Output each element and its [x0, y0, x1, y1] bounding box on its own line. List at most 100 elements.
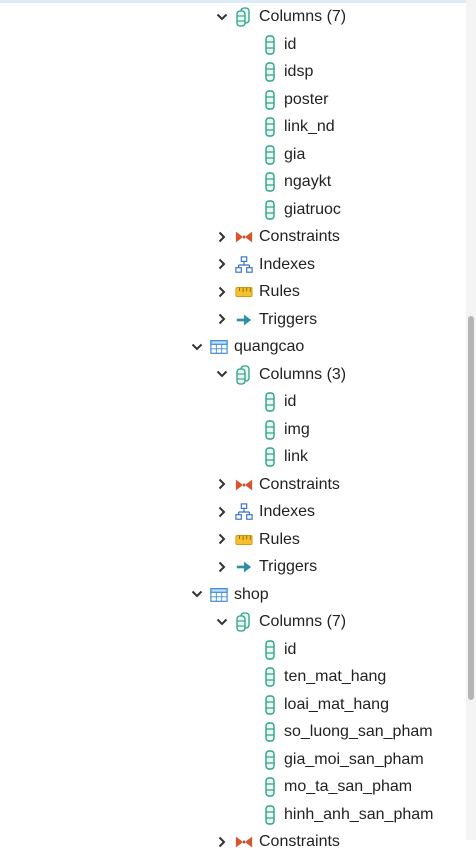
column-icon [261, 777, 279, 797]
column-icon [261, 749, 279, 770]
tree-node-rules[interactable]: Rules [0, 526, 466, 554]
chevron-right-icon[interactable] [215, 553, 229, 581]
scrollbar-thumb[interactable] [468, 316, 474, 700]
column-icon [261, 447, 279, 467]
tree-node-label: Rules [259, 283, 300, 300]
column-icon [261, 639, 279, 660]
table-icon [210, 337, 228, 357]
column-icon [261, 804, 279, 825]
column-icon [261, 199, 279, 220]
tree-node-label: mo_ta_san_pham [284, 778, 413, 795]
chevron-down-icon[interactable] [190, 581, 204, 609]
tree-node-label: Indexes [259, 255, 316, 273]
tree-node-columns[interactable]: Columns (7) [0, 3, 466, 31]
chevron-right-icon[interactable] [215, 526, 229, 554]
tree-node-rules[interactable]: Rules [0, 278, 466, 306]
chevron-down-icon[interactable] [215, 608, 229, 636]
chevron-right-icon[interactable] [215, 471, 229, 499]
column-icon [261, 667, 279, 687]
indexes-icon [235, 255, 253, 275]
constraints-icon [235, 832, 253, 852]
tree-node-label: link_nd [284, 118, 335, 135]
tree-node-label: id [284, 393, 297, 410]
columns-icon [235, 612, 253, 632]
tree-node-constraints[interactable]: Constraints [0, 223, 466, 251]
tree-node-column[interactable]: mo_ta_san_pham [0, 773, 466, 801]
tree-node-label: loai_mat_hang [284, 695, 389, 713]
tree-node-label: Triggers [259, 558, 318, 575]
tree-node-column[interactable]: hinh_anh_san_pham [0, 801, 466, 829]
tree-node-label: hinh_anh_san_pham [284, 805, 434, 823]
chevron-right-icon[interactable] [215, 828, 229, 856]
tree-node-column[interactable]: id [0, 388, 466, 416]
chevron-right-icon[interactable] [215, 223, 229, 251]
tree-node-column[interactable]: id [0, 636, 466, 664]
tree-node-constraints[interactable]: Constraints [0, 828, 466, 856]
tree-node-label: giatruoc [284, 200, 341, 218]
chevron-right-icon[interactable] [215, 278, 229, 306]
tree-node-label: Columns (7) [259, 613, 347, 630]
tree-node-column[interactable]: img [0, 416, 466, 444]
tree-node-columns[interactable]: Columns (3) [0, 361, 466, 389]
tree-node-label: idsp [284, 63, 314, 80]
tree-node-column[interactable]: idsp [0, 58, 466, 86]
tree-node-table[interactable]: shop [0, 581, 466, 609]
tree-node-label: Columns (7) [259, 8, 347, 25]
tree-node-triggers[interactable]: Triggers [0, 553, 466, 581]
tree-node-column[interactable]: gia_moi_san_pham [0, 746, 466, 774]
tree-node-constraints[interactable]: Constraints [0, 471, 466, 499]
tree-node-label: Constraints [259, 475, 340, 493]
tree-node-column[interactable]: gia [0, 141, 466, 169]
constraints-icon [235, 475, 253, 495]
tree-node-label: gia [284, 145, 306, 163]
tree-node-column[interactable]: poster [0, 86, 466, 114]
tree-node-indexes[interactable]: Indexes [0, 498, 466, 526]
tree-node-indexes[interactable]: Indexes [0, 251, 466, 279]
chevron-right-icon[interactable] [215, 306, 229, 334]
rules-icon [235, 282, 253, 302]
tree-node-label: Triggers [259, 310, 318, 328]
vertical-scrollbar[interactable] [466, 0, 476, 840]
tree-node-label: id [284, 640, 297, 658]
tree-node-label: Indexes [259, 503, 316, 520]
tree-node-column[interactable]: link [0, 443, 466, 471]
tree-node-label: so_luong_san_pham [284, 723, 433, 740]
tree-node-label: gia_moi_san_pham [284, 750, 424, 768]
tree-node-column[interactable]: loai_mat_hang [0, 691, 466, 719]
tree-node-label: quangcao [234, 338, 305, 355]
rules-icon [235, 530, 253, 550]
tree-node-label: ten_mat_hang [284, 668, 387, 685]
tree-node-triggers[interactable]: Triggers [0, 306, 466, 334]
tree-node-column[interactable]: so_luong_san_pham [0, 718, 466, 746]
tree-node-column[interactable]: ten_mat_hang [0, 663, 466, 691]
column-icon [261, 62, 279, 82]
tree-node-label: Constraints [259, 833, 340, 850]
chevron-down-icon[interactable] [215, 3, 229, 31]
column-icon [261, 722, 279, 742]
indexes-icon [235, 502, 253, 522]
tree-node-column[interactable]: ngaykt [0, 168, 466, 196]
chevron-down-icon[interactable] [215, 361, 229, 389]
tree-node-label: Rules [259, 530, 300, 548]
tree-node-column[interactable]: link_nd [0, 113, 466, 141]
chevron-down-icon[interactable] [190, 333, 204, 361]
column-icon [261, 392, 279, 412]
column-icon [261, 694, 279, 715]
constraints-icon [235, 227, 253, 247]
tree-node-table[interactable]: quangcao [0, 333, 466, 361]
tree-node-label: Columns (3) [259, 365, 347, 383]
tree-node-columns[interactable]: Columns (7) [0, 608, 466, 636]
columns-icon [235, 364, 253, 385]
tree-node-column[interactable]: giatruoc [0, 196, 466, 224]
column-icon [261, 34, 279, 55]
column-icon [261, 419, 279, 440]
triggers-icon [235, 310, 253, 330]
chevron-right-icon[interactable] [215, 498, 229, 526]
tree-node-label: Constraints [259, 228, 340, 245]
column-icon [261, 117, 279, 137]
chevron-right-icon[interactable] [215, 251, 229, 279]
tree-node-label: id [284, 35, 297, 53]
tree-node-label: img [284, 420, 310, 438]
tree-node-column[interactable]: id [0, 31, 466, 59]
